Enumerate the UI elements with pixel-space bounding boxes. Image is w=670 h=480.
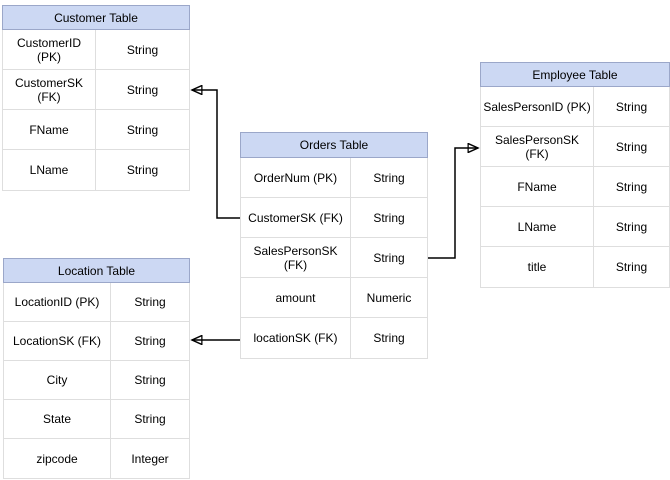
- orders-table-body: OrderNum (PK) String CustomerSK (FK) Str…: [240, 158, 428, 359]
- field-type: String: [373, 250, 405, 265]
- field-type: String: [126, 122, 159, 137]
- field-type: String: [615, 99, 648, 114]
- arrow-orders-to-customer: [192, 90, 240, 219]
- field-type: String: [126, 82, 159, 97]
- field-name: OrderNum (PK): [241, 158, 351, 197]
- customer-table-body: CustomerID (PK) String CustomerSK (FK) S…: [2, 30, 190, 191]
- field-row: LocationID (PK) String: [4, 283, 189, 322]
- field-name: amount: [241, 278, 351, 317]
- field-row: FName String: [3, 110, 189, 150]
- field-name: CustomerSK (FK): [3, 70, 96, 109]
- field-name: FName: [481, 167, 594, 206]
- field-row: FName String: [481, 167, 669, 207]
- location-table-title: Location Table: [3, 258, 190, 283]
- field-type: String: [134, 412, 166, 426]
- field-name: CustomerSK (FK): [241, 198, 351, 237]
- location-table: Location Table LocationID (PK) String Lo…: [3, 258, 190, 479]
- customer-table-title: Customer Table: [2, 5, 190, 30]
- orders-table: Orders Table OrderNum (PK) String Custom…: [240, 132, 428, 359]
- field-type: String: [615, 139, 648, 154]
- field-name: City: [4, 361, 111, 399]
- field-row: CustomerSK (FK) String: [3, 70, 189, 110]
- field-type: String: [134, 334, 166, 348]
- field-name: CustomerID (PK): [3, 30, 96, 69]
- field-name: SalesPersonSK (FK): [481, 127, 594, 166]
- field-type: String: [134, 295, 166, 309]
- field-row: LName String: [481, 207, 669, 247]
- field-row: SalesPersonID (PK) String: [481, 87, 669, 127]
- field-type: String: [373, 210, 405, 225]
- field-row: LocationSK (FK) String: [4, 322, 189, 361]
- field-type: String: [615, 179, 648, 194]
- field-name: LocationSK (FK): [4, 322, 111, 360]
- customer-table: Customer Table CustomerID (PK) String Cu…: [2, 5, 190, 191]
- field-type: String: [126, 42, 159, 57]
- orders-table-title: Orders Table: [240, 132, 428, 158]
- field-name: title: [481, 247, 594, 287]
- employee-table-title: Employee Table: [480, 62, 670, 87]
- field-type: String: [615, 260, 648, 274]
- location-table-body: LocationID (PK) String LocationSK (FK) S…: [3, 283, 190, 479]
- field-row: LName String: [3, 150, 189, 190]
- employee-table-body: SalesPersonID (PK) String SalesPersonSK …: [480, 87, 670, 288]
- field-type: Numeric: [366, 290, 412, 305]
- field-row: title String: [481, 247, 669, 287]
- field-name: LName: [3, 150, 96, 190]
- field-type: Integer: [131, 451, 169, 466]
- field-name: FName: [3, 110, 96, 149]
- field-name: zipcode: [4, 439, 111, 478]
- field-type: String: [615, 219, 648, 234]
- field-row: amount Numeric: [241, 278, 427, 318]
- field-name: locationSK (FK): [241, 318, 351, 358]
- field-row: zipcode Integer: [4, 439, 189, 478]
- field-row: SalesPersonSK (FK) String: [481, 127, 669, 167]
- arrow-orders-to-employee: [428, 148, 478, 259]
- field-name: SalesPersonID (PK): [481, 87, 594, 126]
- field-type: String: [373, 331, 405, 345]
- field-name: State: [4, 400, 111, 438]
- field-row: CustomerID (PK) String: [3, 30, 189, 70]
- field-name: LName: [481, 207, 594, 246]
- employee-table: Employee Table SalesPersonID (PK) String…: [480, 62, 670, 288]
- field-row: State String: [4, 400, 189, 439]
- field-row: SalesPersonSK (FK) String: [241, 238, 427, 278]
- field-row: OrderNum (PK) String: [241, 158, 427, 198]
- field-type: String: [126, 163, 159, 177]
- field-type: String: [134, 373, 166, 387]
- field-row: City String: [4, 361, 189, 400]
- field-row: CustomerSK (FK) String: [241, 198, 427, 238]
- field-row: locationSK (FK) String: [241, 318, 427, 358]
- field-name: SalesPersonSK (FK): [241, 238, 351, 277]
- field-name: LocationID (PK): [4, 283, 111, 321]
- field-type: String: [373, 170, 405, 185]
